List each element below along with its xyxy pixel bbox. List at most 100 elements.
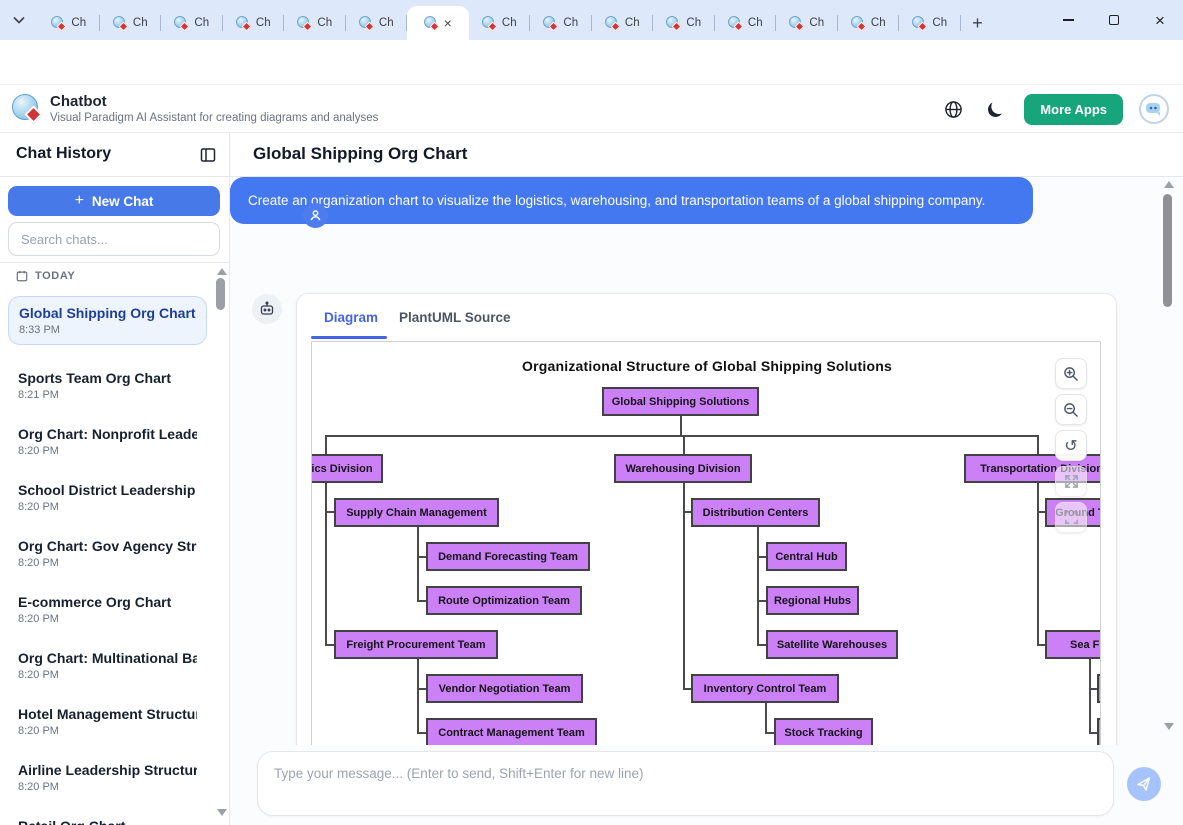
- reset-view-button[interactable]: ↺: [1055, 430, 1087, 461]
- browser-tab[interactable]: Ch: [530, 6, 592, 40]
- browser-tab[interactable]: Ch: [715, 6, 776, 40]
- chat-history-item[interactable]: E-commerce Org Chart 8:20 PM: [8, 586, 207, 633]
- app-title: Chatbot: [50, 93, 107, 110]
- browser-tab[interactable]: Ch: [899, 6, 961, 40]
- robot-icon: [260, 301, 274, 315]
- window-maximize-button[interactable]: [1091, 0, 1137, 40]
- tab-label: Ch: [747, 17, 763, 29]
- plus-icon: +: [74, 192, 84, 209]
- browser-tab[interactable]: Ch: [469, 6, 530, 40]
- chat-item-time: 8:33 PM: [19, 324, 60, 336]
- person-icon: [310, 210, 321, 221]
- fullscreen-button[interactable]: [1055, 466, 1087, 497]
- new-chat-button[interactable]: + New Chat: [8, 186, 220, 216]
- search-chats-input[interactable]: [8, 222, 220, 256]
- org-connector: [1037, 435, 1039, 454]
- browser-tab-active[interactable]: ×: [407, 6, 469, 40]
- chat-history-item[interactable]: Retail Org Chart: [8, 810, 207, 825]
- message-input[interactable]: [258, 752, 1113, 815]
- sidebar-scrollbar-thumb[interactable]: [216, 278, 225, 310]
- dark-mode-moon-icon[interactable]: [982, 96, 1008, 122]
- org-connector: [417, 688, 426, 690]
- org-connector: [1037, 511, 1045, 513]
- chat-item-time: 8:20 PM: [18, 445, 59, 457]
- chat-item-title: Retail Org Chart: [18, 818, 197, 825]
- active-tab-underline: [311, 336, 387, 339]
- chat-scroll-up-icon[interactable]: [1164, 181, 1174, 188]
- browser-tab[interactable]: Ch: [838, 6, 899, 40]
- chat-history-item[interactable]: School District Leadership C... 8:20 PM: [8, 474, 207, 521]
- org-node-logistics: Logistics Division: [312, 454, 383, 483]
- tab-plantuml-source[interactable]: PlantUML Source: [399, 310, 511, 325]
- tab-row: Ch Ch Ch Ch Ch Ch × Ch Ch: [38, 6, 991, 40]
- tab-close-icon[interactable]: ×: [443, 15, 452, 31]
- org-connector: [1037, 483, 1039, 645]
- tab-label: Ch: [255, 17, 271, 29]
- org-node-vendor: Vendor Negotiation Team: [426, 674, 583, 703]
- chat-scroll-down-icon[interactable]: [1164, 723, 1174, 730]
- chat-history-item[interactable]: Global Shipping Org Chart 8:33 PM: [8, 296, 207, 345]
- window-controls: ×: [1045, 0, 1183, 40]
- sidebar-scroll-up-icon[interactable]: [217, 268, 227, 275]
- org-connector: [325, 644, 334, 646]
- tab-label: Ch: [809, 17, 825, 29]
- chat-item-title: School District Leadership C...: [18, 482, 197, 498]
- window-minimize-button[interactable]: [1045, 0, 1091, 40]
- more-apps-button[interactable]: More Apps: [1024, 93, 1123, 125]
- org-connector: [1089, 732, 1097, 734]
- tab-search-chevron-icon[interactable]: [8, 11, 30, 29]
- chat-history-item[interactable]: Org Chart: Nonprofit Leader... 8:20 PM: [8, 418, 207, 465]
- zoom-out-button[interactable]: [1055, 394, 1087, 425]
- org-connector: [683, 435, 685, 454]
- tab-diagram[interactable]: Diagram: [324, 310, 379, 325]
- tab-label: Ch: [378, 17, 394, 29]
- browser-tab[interactable]: Ch: [653, 6, 715, 40]
- language-globe-icon[interactable]: [940, 96, 966, 122]
- chat-history-item[interactable]: Org Chart: Multinational Bank 8:20 PM: [8, 642, 207, 689]
- chat-scrollbar-thumb[interactable]: [1163, 194, 1172, 307]
- send-button[interactable]: [1127, 767, 1161, 801]
- chat-support-icon[interactable]: [1139, 94, 1169, 124]
- browser-tab[interactable]: Ch: [284, 6, 346, 40]
- org-connector: [757, 644, 766, 646]
- chat-history-item[interactable]: Sports Team Org Chart 8:21 PM: [8, 362, 207, 409]
- org-connector: [325, 435, 327, 454]
- chat-messages-area: Create an organization chart to visualiz…: [230, 177, 1183, 745]
- diagram-card: Diagram PlantUML Source Organizational S…: [296, 293, 1117, 745]
- browser-tab[interactable]: Ch: [346, 6, 407, 40]
- browser-tab[interactable]: Ch: [38, 6, 100, 40]
- zoom-in-button[interactable]: [1055, 358, 1087, 389]
- window-close-button[interactable]: ×: [1137, 0, 1183, 40]
- org-connector: [683, 511, 691, 513]
- chat-item-time: 8:20 PM: [18, 557, 59, 569]
- collapse-sidebar-icon[interactable]: [198, 145, 218, 165]
- chat-item-time: 8:21 PM: [18, 389, 59, 401]
- calendar-icon: [16, 270, 28, 282]
- chat-history-item[interactable]: Airline Leadership Structure 8:20 PM: [8, 754, 207, 801]
- org-node-demand: Demand Forecasting Team: [426, 542, 590, 571]
- org-node-scm: Supply Chain Management: [334, 498, 499, 527]
- org-chart-viewport[interactable]: Organizational Structure of Global Shipp…: [311, 341, 1101, 745]
- tab-label: Ch: [501, 17, 517, 29]
- browser-tab[interactable]: Ch: [161, 6, 223, 40]
- visual-paradigm-favicon-icon: [235, 16, 252, 32]
- sidebar-scroll-down-icon[interactable]: [217, 809, 227, 816]
- org-connector: [1037, 644, 1045, 646]
- fit-view-button[interactable]: [1055, 502, 1087, 533]
- sidebar-header: Chat History: [0, 133, 229, 177]
- minimize-icon: [1062, 19, 1074, 21]
- new-tab-button[interactable]: +: [972, 12, 983, 33]
- chat-item-title: Airline Leadership Structure: [18, 762, 197, 778]
- chat-history-item[interactable]: Org Chart: Gov Agency Struc... 8:20 PM: [8, 530, 207, 577]
- tab-label: Ch: [932, 17, 948, 29]
- message-input-bar: [230, 745, 1183, 825]
- visual-paradigm-favicon-icon: [112, 16, 129, 32]
- chat-history-item[interactable]: Hotel Management Structure 8:20 PM: [8, 698, 207, 745]
- browser-tab[interactable]: Ch: [223, 6, 284, 40]
- browser-tab[interactable]: Ch: [592, 6, 653, 40]
- chat-item-title: Org Chart: Multinational Bank: [18, 650, 197, 666]
- browser-tab[interactable]: Ch: [100, 6, 161, 40]
- app-header-actions: More Apps: [940, 85, 1169, 133]
- browser-tab[interactable]: Ch: [776, 6, 838, 40]
